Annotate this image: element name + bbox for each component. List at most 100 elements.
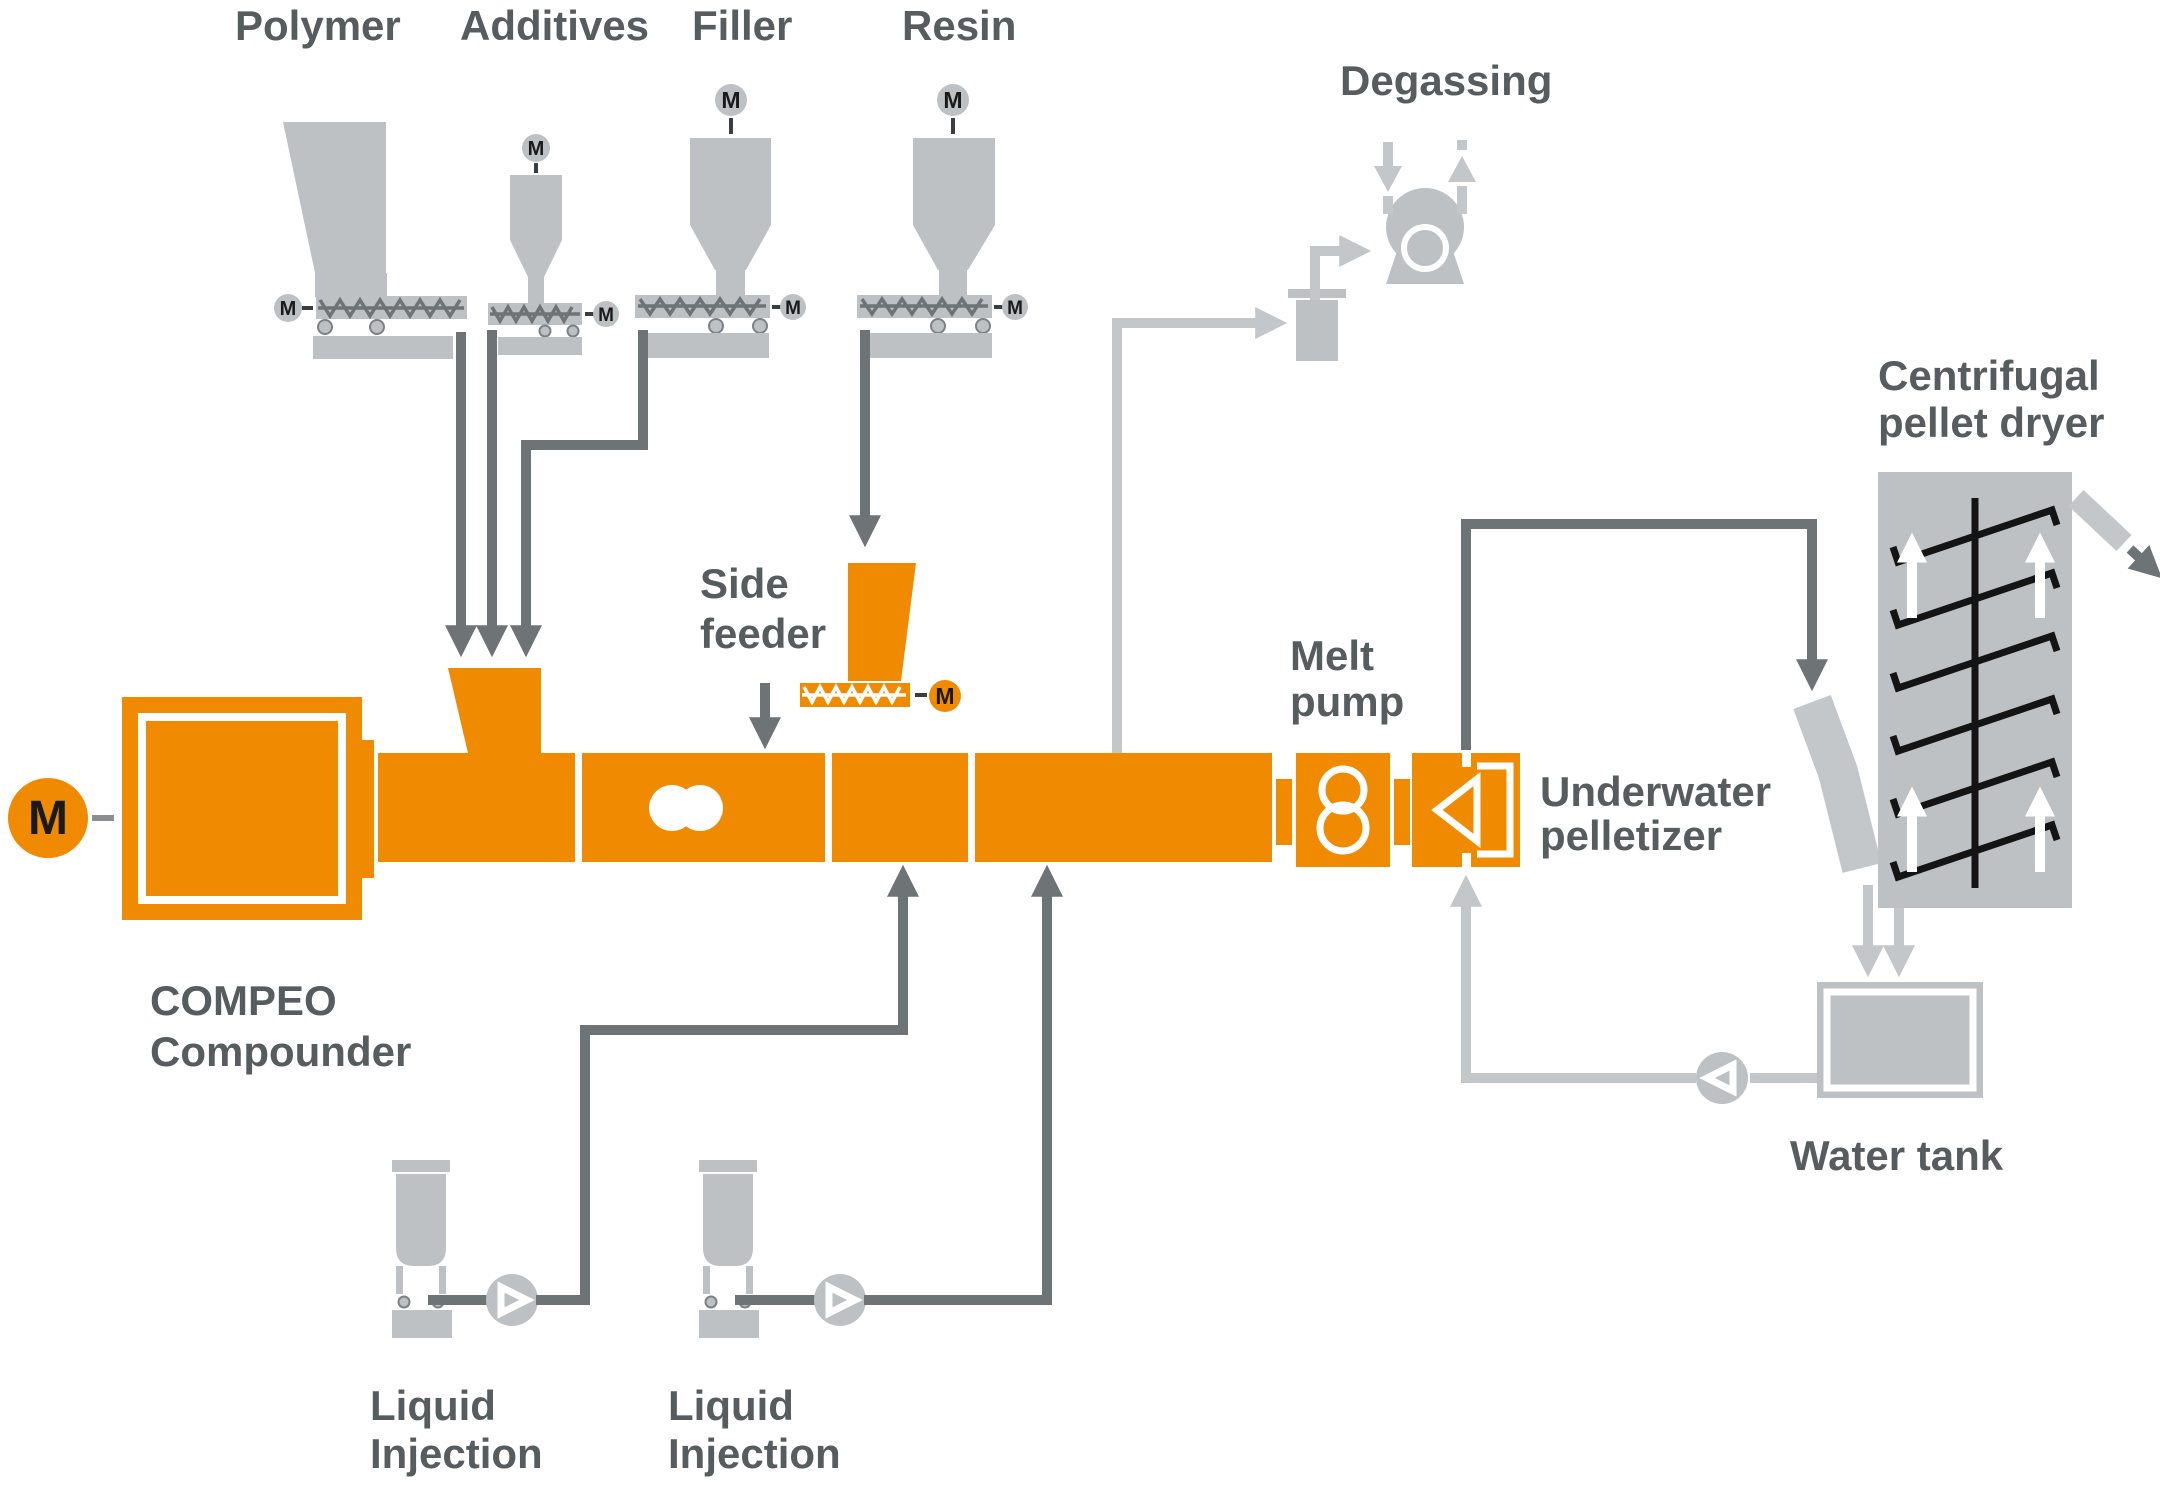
side-feeder-hopper	[848, 563, 916, 681]
barrel-segment-gap	[575, 753, 582, 862]
water-pump-rotor-icon	[1699, 1059, 1737, 1097]
underwater-pelletizer: Underwater pelletizer	[1412, 753, 1771, 867]
water-tank-label: Water tank	[1790, 1132, 2004, 1179]
polymer-screw-icon	[318, 296, 462, 320]
additives-motor-icon	[593, 301, 619, 327]
feeder-additives-label: Additives	[460, 2, 649, 49]
side-feeder: Side feeder M	[700, 560, 961, 750]
filler-roller-icon	[708, 318, 724, 334]
melt-pump: Melt pump	[1276, 632, 1410, 867]
feeder-polymer: Polymer M	[235, 2, 478, 658]
degassing-vent-pipe	[1112, 306, 1288, 753]
vacuum-pump-rotor-icon	[1401, 224, 1449, 272]
pelletizer-bottom-port	[1462, 853, 1471, 867]
liquid-stand-leg	[439, 1266, 446, 1294]
polymer-roller-icon	[369, 319, 385, 335]
filler-top-motor-icon	[715, 84, 747, 116]
main-feed-hopper	[448, 668, 541, 753]
liquid-injection-label-line2: Injection	[370, 1430, 543, 1477]
liquid-stand-leg	[396, 1266, 403, 1294]
barrel-segment-gap	[825, 753, 832, 862]
filler-motor-letter: M	[785, 298, 801, 319]
additives-roller-icon	[566, 324, 580, 338]
resin-top-motor-icon	[937, 84, 969, 116]
liquid-injection-label-line1: Liquid	[370, 1382, 496, 1429]
feeder-resin-label: Resin	[902, 2, 1016, 49]
liquid-tank	[703, 1174, 753, 1266]
resin-base	[868, 333, 992, 358]
feeder-resin: Resin M M	[848, 2, 1028, 548]
resin-hopper-cone	[913, 225, 995, 270]
resin-screw-icon	[860, 295, 984, 318]
liquid-stand-leg	[703, 1266, 710, 1294]
barrel-segment-gap	[968, 753, 975, 862]
compounder: M COMPEO Compounder	[8, 668, 1272, 1075]
liquid-injection-2: Liquid Injection	[668, 864, 1064, 1477]
pelletizer-label-line2: pelletizer	[1540, 812, 1722, 859]
pellet-dryer: Centrifugal pellet dryer	[1793, 352, 2160, 908]
polymer-motor-icon	[274, 294, 302, 322]
pelletizer-die-plate-icon	[1477, 762, 1514, 858]
additives-hopper-neck	[528, 277, 544, 303]
water-supply-line	[1449, 874, 1696, 1083]
liquid-injection-label-line1: Liquid	[668, 1382, 794, 1429]
resin-motor-icon	[1002, 294, 1028, 320]
filler-feed-arrow	[509, 330, 648, 658]
liquid-base	[392, 1310, 452, 1338]
filler-base	[647, 333, 769, 358]
pellet-discharge-arrow	[2126, 544, 2160, 579]
melt-pump-flange	[1394, 779, 1410, 845]
degassing-label: Degassing	[1340, 57, 1552, 104]
liquid-pump-rotor-icon	[497, 1281, 535, 1319]
liquid-pump-rotor-icon	[825, 1281, 863, 1319]
resin-hopper-neck	[939, 270, 967, 296]
main-motor-letter: M	[28, 792, 68, 845]
feeder-filler: Filler M M	[509, 2, 806, 658]
feeder-polymer-label: Polymer	[235, 2, 401, 49]
melt-pump-label-line1: Melt	[1290, 632, 1374, 679]
main-motor-icon	[8, 778, 88, 858]
compounder-label-line1: COMPEO	[150, 977, 337, 1024]
water-tank-circuit: Water tank	[1449, 874, 2004, 1179]
feeder-additives: Additives M M	[460, 2, 649, 658]
liquid-tank-lid	[392, 1160, 450, 1172]
resin-motor-letter: M	[1007, 298, 1023, 319]
polymer-hopper-outlet	[315, 273, 387, 297]
resin-top-motor-letter: M	[943, 87, 962, 113]
melt-pump-flange	[1276, 779, 1292, 845]
pelletizer-cutter-icon	[1431, 771, 1481, 849]
side-feeder-label-line2: feeder	[700, 610, 826, 657]
pelletizer-label-line1: Underwater	[1540, 768, 1771, 815]
additives-motor-letter: M	[598, 305, 614, 326]
dryer-label-line2: pellet dryer	[1878, 399, 2104, 446]
pelletizer-top-port	[1462, 753, 1471, 767]
liquid-tank-lid	[699, 1160, 757, 1172]
resin-roller-icon	[975, 318, 991, 334]
dryer-outlet-chute	[2068, 489, 2132, 552]
additives-screw-icon	[490, 303, 574, 325]
filler-top-motor-letter: M	[721, 87, 740, 113]
filler-roller-icon	[752, 318, 768, 334]
side-feeder-label-line1: Side	[700, 560, 789, 607]
additives-base	[498, 337, 582, 355]
resin-hopper	[913, 138, 995, 225]
liquid-injection-line	[864, 864, 1064, 1305]
melt-pump-gear-icon	[1316, 801, 1370, 855]
polymer-hopper	[283, 122, 386, 273]
polymer-base	[313, 336, 453, 359]
dryer-label-line1: Centrifugal	[1878, 352, 2100, 399]
water-tank-inner-outline	[1823, 988, 1977, 1092]
polymer-motor-letter: M	[280, 298, 297, 320]
dryer-paddles-icon	[1889, 505, 2061, 882]
twin-screw-bore-icon	[677, 785, 723, 831]
filler-hopper	[690, 138, 771, 225]
liquid-stand-dot-icon	[704, 1295, 718, 1309]
liquid-stand-leg	[746, 1266, 753, 1294]
additives-top-motor-icon	[522, 134, 550, 162]
additives-top-motor-letter: M	[528, 138, 545, 160]
condensate-trap	[1296, 300, 1338, 361]
polymer-roller-icon	[317, 319, 333, 335]
resin-roller-icon	[930, 318, 946, 334]
water-tank	[1817, 982, 1983, 1098]
liquid-tank	[396, 1174, 446, 1266]
